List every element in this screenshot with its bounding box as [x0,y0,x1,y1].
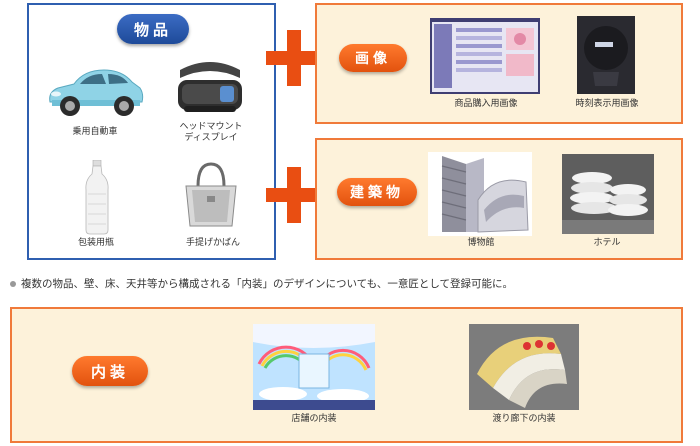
car-image [49,69,144,116]
corridor-interior-image [469,324,579,410]
note-line: 複数の物品、壁、床、天井等から構成される「内装」のデザインについても、一意匠とし… [10,276,513,291]
clock-display-caption: 時刻表示用画像 [575,99,639,109]
corridor-interior-caption: 渡り廊下の内装 [492,414,556,424]
bottle-image [85,160,109,235]
bullet-icon [10,280,16,287]
images-title-badge: 画像 [339,44,407,72]
store-interior-image [253,324,375,410]
hotel-image [562,154,654,234]
hotel-caption: ホテル [593,238,621,248]
purchase-screen-image [430,18,540,94]
museum-image [428,152,532,236]
note-text: 複数の物品、壁、床、天井等から構成される「内装」のデザインについても、一意匠とし… [21,278,514,290]
buildings-title-badge: 建築物 [337,178,417,206]
handbag-image [185,162,237,227]
store-interior-caption: 店舗の内装 [291,414,337,424]
interior-title-badge: 内装 [72,356,148,386]
head-mounted-display-caption: ヘッドマウント ディスプレイ [179,122,243,143]
clock-display-image [577,16,635,94]
head-mounted-display-image [178,62,242,112]
goods-title: 物品 [133,20,172,39]
purchase-screen-caption: 商品購入用画像 [454,99,518,109]
interior-title: 内装 [90,362,129,381]
goods-title-badge: 物品 [117,14,189,44]
bottle-caption: 包装用瓶 [77,238,114,248]
handbag-caption: 手提げかばん [185,238,240,248]
car-caption: 乗用自動車 [72,127,118,137]
buildings-title: 建築物 [350,185,404,201]
plus-icon-top [266,30,322,86]
plus-icon-bottom [266,167,322,223]
museum-caption: 博物館 [467,238,495,248]
goods-panel [27,3,276,260]
images-title: 画像 [355,51,391,67]
